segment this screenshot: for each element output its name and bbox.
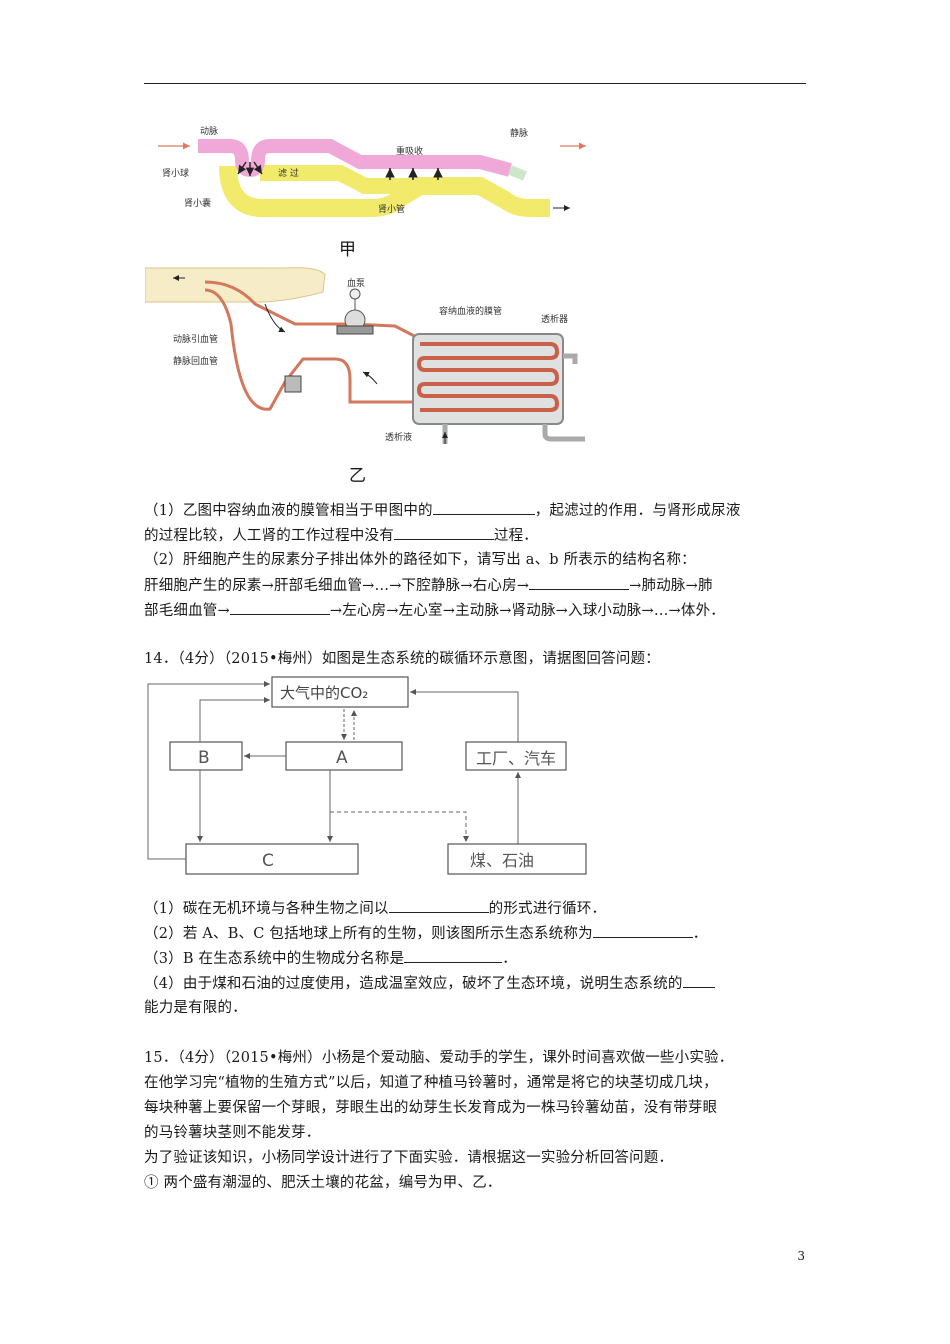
q15-line-2: 在他学习完“植物的生殖方式”以后，知道了种植马铃薯时，通常是将它的块茎切成几块， — [144, 1075, 718, 1091]
q13-text: 部毛细血管→ — [144, 603, 230, 619]
label-capsule: 肾小囊 — [184, 197, 211, 209]
q13-line-2: 的过程比较，人工肾的工作过程中没有 过程． — [144, 525, 538, 546]
c-label: C — [262, 851, 274, 871]
q14-line-1: （1）碳在无机环境与各种生物之间以 的形式进行循环． — [144, 898, 606, 919]
label-reabsorption: 重吸收 — [396, 145, 423, 157]
answer-blank[interactable] — [393, 525, 494, 540]
q14-text: （1）碳在无机环境与各种生物之间以 — [144, 901, 389, 917]
q14-line-5: 能力是有限的． — [144, 1000, 247, 1016]
answer-blank[interactable] — [682, 973, 715, 988]
q13-text: →左心房→左心室→主动脉→肾动脉→入球小动脉→…→体外． — [329, 603, 726, 619]
q14-text: （3）B 在生态系统中的生物成分名称是 — [144, 951, 405, 967]
label-artery-tube: 动脉引血管 — [173, 333, 218, 345]
carbon-cycle-diagram: 大气中的CO₂ B A 工厂、汽车 C 煤、石油 — [147, 676, 587, 875]
answer-blank[interactable] — [592, 923, 693, 938]
q13-line-3: （2）肝细胞产生的尿素分子排出体外的路径如下，请写出 a、b 所表示的结构名称： — [144, 552, 696, 568]
b-label: B — [198, 748, 210, 768]
factory-box — [465, 741, 567, 771]
q14-text: （4）由于煤和石油的过度使用，造成温室效应，破坏了生态环境，说明生态系统的 — [144, 976, 683, 992]
label-membrane-tube: 容纳血液的膜管 — [439, 305, 502, 317]
figure-jia-caption: 甲 — [339, 240, 356, 260]
answer-blank-a[interactable] — [529, 575, 630, 590]
q13-text: （1）乙图中容纳血液的膜管相当于甲图中的 — [144, 503, 433, 519]
page-number: 3 — [797, 1249, 805, 1263]
artery-tube-shape — [204, 280, 421, 341]
a-label: A — [336, 748, 348, 768]
fuel-box — [447, 843, 587, 875]
label-pump: 血泵 — [347, 277, 365, 289]
label-dialysate: 透析液 — [385, 431, 412, 443]
q15-line-6: ① 两个盛有潮湿的、肥沃土壤的花盆，编号为甲、乙． — [144, 1175, 502, 1191]
q15-line-1: 15．（4分）（2015•梅州）小杨是个爱动脑、爱动手的学生，课外时间喜欢做一些… — [144, 1050, 734, 1066]
q14-title: 14．（4分）（2015•梅州）如图是生态系统的碳循环示意图，请据图回答问题： — [144, 651, 660, 667]
co2-label: 大气中的CO₂ — [280, 684, 368, 702]
q14-text: ． — [502, 951, 517, 967]
q14-line-4: （4）由于煤和石油的过度使用，造成温室效应，破坏了生态环境，说明生态系统的 — [144, 973, 715, 994]
q14-text: ． — [692, 926, 708, 942]
box-a — [285, 741, 403, 771]
q13-text: 过程． — [493, 528, 539, 544]
fuel-label: 煤、石油 — [470, 851, 534, 870]
q13-line-1: （1）乙图中容纳血液的膜管相当于甲图中的 ，起滤过的作用．与肾形成尿液 — [144, 500, 741, 521]
q13-line-4: 肝细胞产生的尿素→肝部毛细血管→…→下腔静脉→右心房→ →肺动脉→肺 — [144, 575, 713, 596]
q14-text: 的形式进行循环． — [488, 901, 607, 917]
blood-vessel-shape — [198, 139, 512, 178]
q14-text: （2）若 A、B、C 包括地球上所有的生物，则该图所示生态系统称为 — [144, 926, 593, 942]
q14-line-2: （2）若 A、B、C 包括地球上所有的生物，则该图所示生态系统称为 ． — [144, 923, 707, 944]
q13-line-5: 部毛细血管→ →左心房→左心室→主动脉→肾动脉→入球小动脉→…→体外． — [144, 600, 725, 621]
label-glomerulus: 肾小球 — [162, 167, 189, 179]
label-artery: 动脉 — [200, 125, 218, 137]
dialysis-figure: 血泵 容纳血液的膜管 透析器 动脉引血管 静脉回血管 透析液 — [145, 267, 585, 444]
label-vein-tube: 静脉回血管 — [173, 355, 218, 367]
label-dialyzer: 透析器 — [541, 313, 568, 325]
box-b — [169, 741, 243, 771]
header-rule — [144, 83, 806, 84]
q15-line-5: 为了验证该知识，小杨同学设计进行了下面实验．请根据这一实验分析回答问题． — [144, 1150, 674, 1166]
answer-blank[interactable] — [388, 898, 489, 913]
answer-blank[interactable] — [432, 500, 535, 515]
label-tubule: 肾小管 — [378, 203, 405, 215]
answer-blank[interactable] — [404, 948, 503, 963]
q13-text: 的过程比较，人工肾的工作过程中没有 — [144, 528, 394, 544]
q13-text: →肺动脉→肺 — [629, 578, 713, 594]
label-vein: 静脉 — [510, 127, 528, 139]
figure-yi-caption: 乙 — [349, 466, 366, 486]
nephron-figure: 动脉 静脉 肾小球 滤 过 重吸收 肾小囊 肾小管 — [158, 125, 586, 217]
q13-text: 肝细胞产生的尿素→肝部毛细血管→…→下腔静脉→右心房→ — [144, 578, 530, 594]
q15-line-4: 的马铃薯块茎则不能发芽． — [144, 1125, 321, 1141]
q13-text: ，起滤过的作用．与肾形成尿液 — [534, 503, 741, 519]
answer-blank-b[interactable] — [229, 600, 330, 615]
pump-shape — [336, 325, 374, 335]
box-c — [185, 843, 359, 875]
vein-tube-shape — [204, 288, 415, 411]
q14-line-3: （3）B 在生态系统中的生物成分名称是 ． — [144, 948, 517, 969]
co2-box — [271, 676, 409, 708]
arm-shape — [145, 267, 326, 303]
factory-label: 工厂、汽车 — [476, 749, 556, 768]
label-filtration: 滤 过 — [278, 167, 299, 179]
tubule-shape — [219, 165, 550, 217]
q15-line-3: 每块种薯上要保留一个芽眼，芽眼生出的幼芽生长发育成为一株马铃薯幼苗，没有带芽眼 — [144, 1100, 718, 1116]
